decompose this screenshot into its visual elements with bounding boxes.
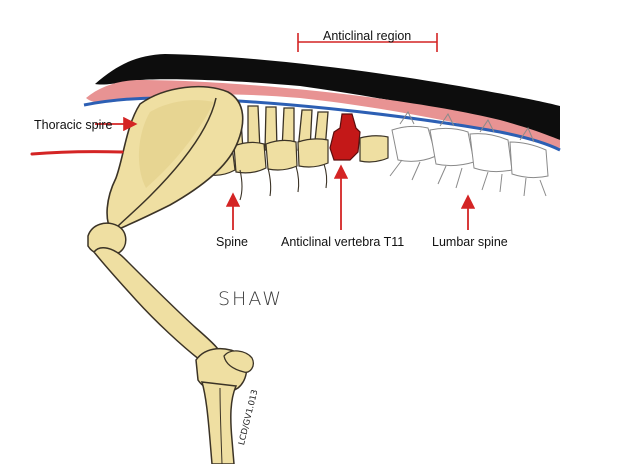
olecranon <box>223 350 254 373</box>
skin-layer <box>95 54 560 140</box>
rib <box>267 167 272 197</box>
fat-layer <box>86 80 560 148</box>
vertebral-body <box>297 138 329 168</box>
ribs <box>239 163 328 201</box>
spine-label: Spine <box>216 235 248 249</box>
lumbar-vertebra <box>429 127 475 167</box>
rib <box>323 163 328 189</box>
thoracic-spire-label: Thoracic spire <box>34 118 113 132</box>
lumbar-vertebra <box>509 141 549 179</box>
radius-ulna <box>200 381 238 464</box>
vertebral-body <box>265 139 298 171</box>
rib <box>239 169 243 201</box>
anticlinal-vertebra-t11 <box>329 113 361 161</box>
lumbar-vertebrae <box>389 111 549 197</box>
anticlinal-vertebra-label: Anticlinal vertebra T11 <box>281 235 405 249</box>
lumbar-spinous-process <box>399 111 535 143</box>
forearm-line <box>219 387 223 464</box>
anticlinal-region-label: Anticlinal region <box>323 29 412 43</box>
rib <box>295 165 300 193</box>
lumbar-spine-label: Lumbar spine <box>432 235 508 249</box>
lumbar-vertebra <box>391 125 437 162</box>
scapula-shading <box>138 100 214 188</box>
lumbar-vertebra <box>469 133 513 173</box>
humerus <box>93 247 224 368</box>
transverse-process <box>389 159 547 197</box>
scapular-spine <box>115 97 217 229</box>
vertebral-body <box>359 135 389 163</box>
anticlinal-region-bracket <box>297 33 438 52</box>
fascia-line <box>83 96 561 152</box>
vertebral-body <box>233 141 267 174</box>
scapula <box>106 85 244 233</box>
handwritten-note: SHAW <box>218 288 284 310</box>
red-underline <box>30 150 124 156</box>
